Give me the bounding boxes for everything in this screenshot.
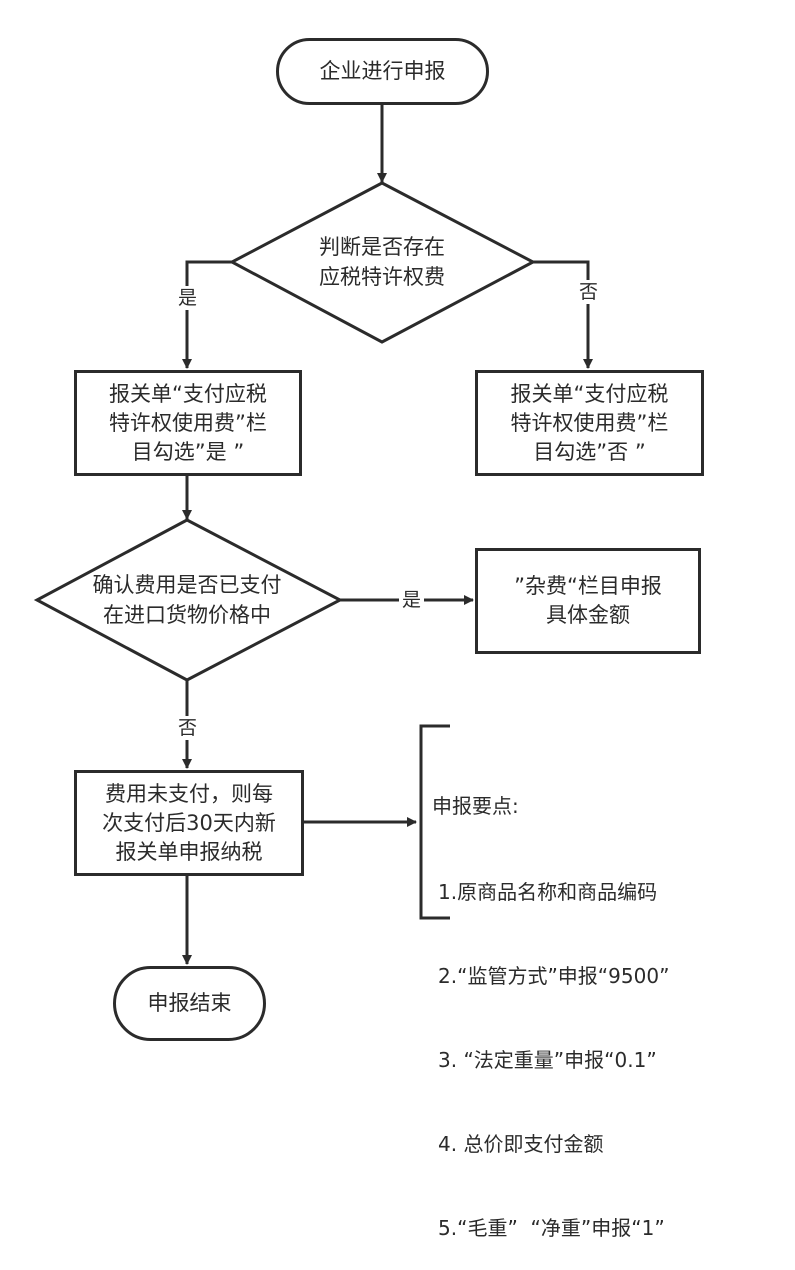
process-line: 目勾选”是 ” [131, 439, 245, 464]
decision1-line: 应税特许权费 [319, 265, 445, 289]
process-line: 特许权使用费”栏 [510, 410, 669, 435]
process-misc-fee: ”杂费“栏目申报 具体金额 [475, 548, 701, 654]
notes-item: 5.“毛重” “净重”申报“1” [438, 1216, 665, 1240]
decision1-line: 判断是否存在 [319, 235, 445, 259]
start-text: 企业进行申报 [319, 59, 446, 83]
process-line: 次支付后30天内新 [102, 810, 276, 835]
start-terminator: 企业进行申报 [276, 38, 489, 105]
decision2-no-label: 否 [178, 716, 198, 740]
notes-title: 申报要点: [432, 794, 519, 818]
process-line: 具体金额 [545, 603, 630, 627]
note-bracket [419, 724, 450, 920]
connectors [33, 104, 593, 965]
process-line: 报关单“支付应税 [510, 381, 669, 406]
process-line: 目勾选”否 ” [533, 439, 646, 464]
process-line: 报关单申报纳税 [115, 839, 263, 864]
decision2-text: 确认费用是否已支付 在进口货物价格中 [57, 570, 317, 630]
process-line: 特许权使用费”栏 [109, 410, 267, 435]
arrow-decision1-yes [182, 260, 232, 369]
notes-item: 2.“监管方式”申报“9500” [438, 964, 670, 988]
decision1-text: 判断是否存在 应税特许权费 [282, 232, 482, 292]
notes-item: 1.原商品名称和商品编码 [438, 880, 658, 904]
end-text: 申报结束 [147, 991, 232, 1015]
process-unpaid: 费用未支付，则每 次支付后30天内新 报关单申报纳税 [74, 770, 304, 876]
end-terminator: 申报结束 [113, 966, 266, 1041]
decision2-line: 在进口货物价格中 [103, 603, 271, 627]
notes-item: 4. 总价即支付金额 [438, 1132, 604, 1156]
decision2-yes-label: 是 [399, 588, 425, 612]
notes-item: 3. “法定重量”申报“0.1” [438, 1048, 657, 1072]
decision2-line: 确认费用是否已支付 [92, 573, 282, 597]
process-royalty-yes: 报关单“支付应税 特许权使用费”栏 目勾选”是 ” [74, 370, 302, 476]
decision1-yes-label: 是 [178, 286, 198, 310]
process-line: 费用未支付，则每 [104, 781, 273, 806]
declaration-notes: 申报要点: 1.原商品名称和商品编码 2.“监管方式”申报“9500” 3. “… [432, 736, 669, 1270]
arrow-decision1-no [533, 260, 593, 369]
process-royalty-no: 报关单“支付应税 特许权使用费”栏 目勾选”否 ” [475, 370, 704, 476]
process-line: 报关单“支付应税 [109, 381, 267, 406]
process-line: ”杂费“栏目申报 [514, 574, 662, 598]
decision1-no-label: 否 [579, 280, 599, 304]
decision1-diamond [228, 181, 537, 344]
